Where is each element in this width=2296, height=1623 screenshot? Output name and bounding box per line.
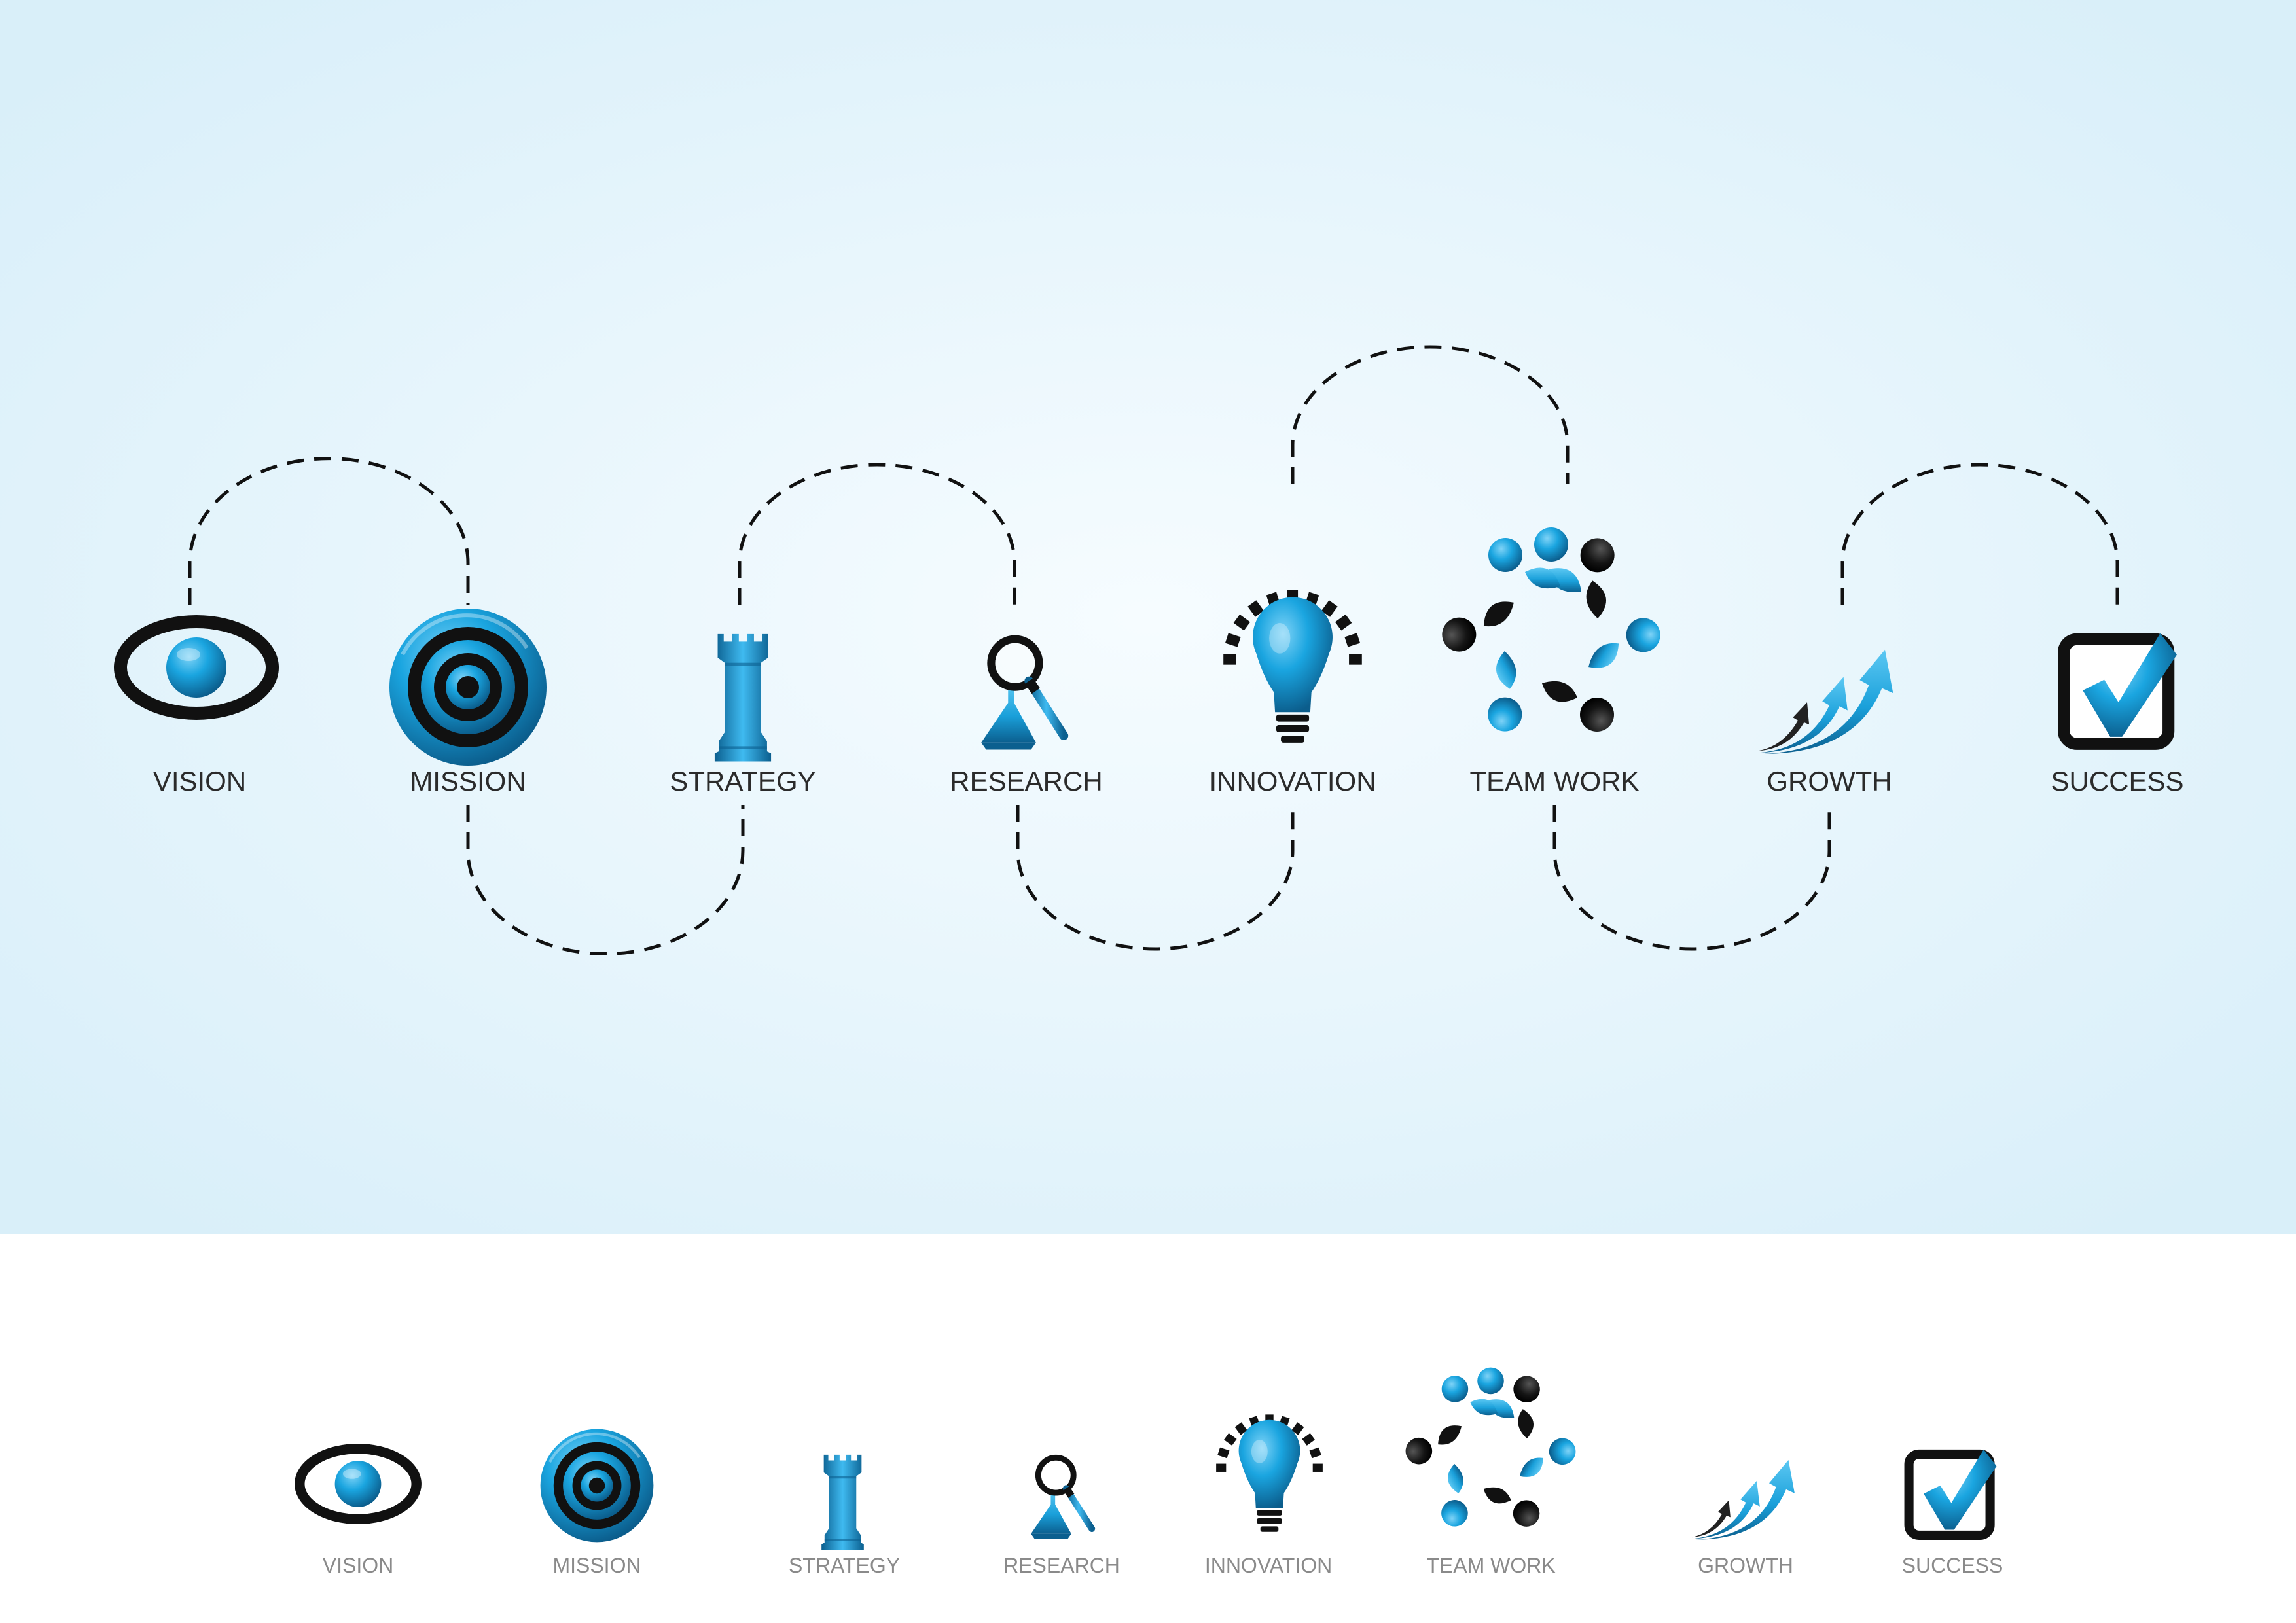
bottom-labels: VISION MISSION STRATEGY RESEARCH INNOVAT…: [323, 1554, 2003, 1577]
label-strategy: STRATEGY: [670, 766, 816, 796]
connector-vision-mission: [188, 457, 470, 605]
label-team-work-small: TEAM WORK: [1426, 1554, 1555, 1577]
label-mission-small: MISSION: [552, 1554, 641, 1577]
label-research: RESEARCH: [950, 766, 1102, 796]
white-strip: [0, 1234, 2296, 1623]
label-growth-small: GROWTH: [1698, 1554, 1793, 1577]
main-labels: VISION MISSION STRATEGY RESEARCH INNOVAT…: [153, 766, 2184, 796]
connector-research-innovation: [1016, 805, 1295, 951]
checkbox-check-icon-small: [1909, 1450, 1997, 1535]
label-team-work: TEAM WORK: [1470, 766, 1640, 796]
label-innovation-small: INNOVATION: [1205, 1554, 1332, 1577]
target-icon-small: [541, 1429, 654, 1543]
label-success: SUCCESS: [2051, 766, 2183, 796]
connector-mission-strategy: [466, 805, 745, 955]
connector-teamwork-growth: [1552, 805, 1831, 951]
label-research-small: RESEARCH: [1003, 1554, 1120, 1577]
label-success-small: SUCCESS: [1902, 1554, 2003, 1577]
label-mission: MISSION: [410, 766, 526, 796]
label-innovation: INNOVATION: [1209, 766, 1376, 796]
checkbox-check-icon: [2064, 633, 2177, 744]
connector-innovation-teamwork: [1291, 345, 1570, 484]
dashed-connector-path: [188, 345, 2119, 955]
connector-strategy-research: [738, 463, 1016, 605]
background-panel: [0, 0, 2296, 1234]
label-vision: VISION: [153, 766, 246, 796]
label-vision-small: VISION: [323, 1554, 393, 1577]
label-strategy-small: STRATEGY: [789, 1554, 900, 1577]
target-icon: [389, 609, 547, 766]
connector-growth-success: [1840, 463, 2119, 605]
label-growth: GROWTH: [1767, 766, 1892, 796]
